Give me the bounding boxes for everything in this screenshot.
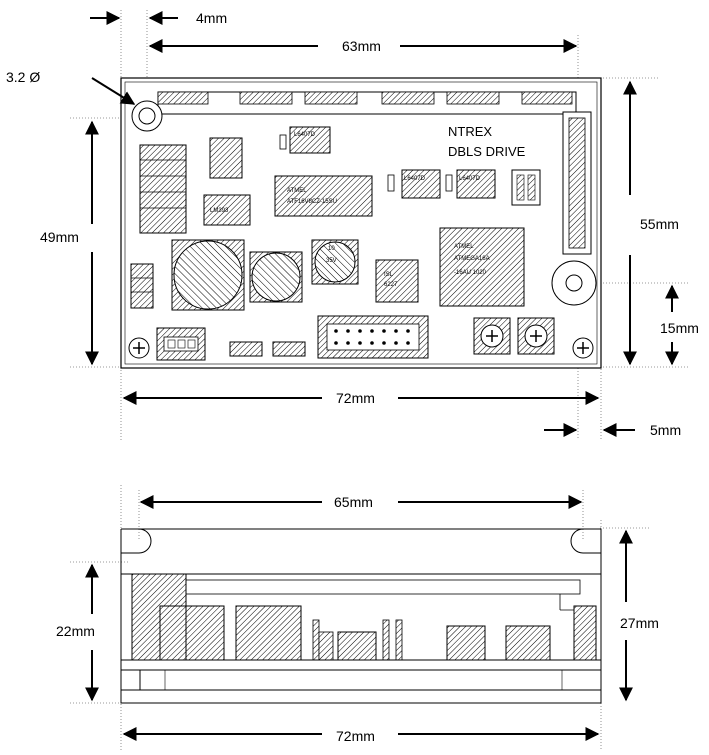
side-small-part bbox=[382, 619, 390, 661]
crosshair-mark bbox=[572, 337, 594, 359]
brand-text: NTREX bbox=[448, 124, 492, 139]
header-pin-block bbox=[304, 91, 358, 105]
dimension-arrows-top bbox=[85, 11, 679, 437]
capacitor-3 bbox=[314, 241, 356, 283]
side-connector-right bbox=[573, 605, 597, 661]
dim-hole-diameter: 3.2 Ø bbox=[6, 69, 40, 85]
side-terminal bbox=[446, 625, 486, 661]
chip-l6407d-1 bbox=[289, 126, 331, 154]
chip-lm393-label: LM393 bbox=[210, 208, 229, 214]
side-connector-pins bbox=[568, 117, 586, 249]
pcb-layer bbox=[120, 659, 602, 671]
small-connector bbox=[229, 341, 263, 357]
side-chip bbox=[337, 631, 377, 661]
extension-lines bbox=[70, 10, 690, 440]
side-top-connector bbox=[183, 579, 581, 595]
chip-l6407d-1-label: L6407D bbox=[294, 132, 316, 138]
chip-lm393 bbox=[203, 194, 251, 226]
chip-mcu-label-2: ATMEGA16A bbox=[454, 256, 490, 262]
small-chip bbox=[130, 263, 154, 309]
board-inner-edge bbox=[124, 81, 598, 365]
cap-3-voltage: 35V bbox=[326, 258, 337, 264]
chip-l6407d-2 bbox=[401, 169, 441, 199]
bottom-plate bbox=[120, 689, 602, 704]
dim-side-left-height: 22mm bbox=[56, 623, 95, 639]
side-small-part bbox=[318, 631, 334, 661]
chip-mcu bbox=[439, 227, 525, 307]
dim-side-overall-width: 72mm bbox=[336, 728, 375, 744]
side-chip bbox=[235, 605, 302, 661]
capacitor-2 bbox=[251, 252, 301, 302]
dim-side-right-height: 27mm bbox=[620, 615, 659, 631]
top-view: NTREX DBLS DRIVE L6407D ATMEL ATF16V8CZ-… bbox=[6, 10, 699, 440]
top-connector-strip bbox=[157, 91, 577, 115]
cap-3-value: 10 bbox=[328, 246, 335, 252]
dim-right-height: 55mm bbox=[640, 216, 679, 232]
dim-hole-pitch: 63mm bbox=[342, 38, 381, 54]
chip-l6407d-3 bbox=[456, 169, 496, 199]
dimension-arrows-side bbox=[85, 495, 633, 741]
small-component bbox=[445, 174, 453, 192]
side-view: 65mm 22mm 27mm 72mm bbox=[56, 485, 659, 750]
mounting-hole-right-inner bbox=[565, 274, 583, 292]
mounting-hole-top-left-inner bbox=[138, 107, 156, 125]
dim-edge-offset: 5mm bbox=[650, 422, 681, 438]
product-text: DBLS DRIVE bbox=[448, 144, 526, 159]
chip-l6407d-3-label: L6407D bbox=[459, 176, 481, 182]
heat-sink-block bbox=[139, 144, 187, 234]
header-pin-block bbox=[521, 91, 573, 105]
side-small-part bbox=[312, 619, 320, 661]
chip-square bbox=[209, 137, 243, 179]
dim-hole-offset: 4mm bbox=[196, 10, 227, 26]
side-small-part bbox=[395, 619, 403, 661]
chip-cpld bbox=[274, 175, 373, 217]
side-component bbox=[185, 605, 225, 661]
chip-isl-label-2: 6227 bbox=[384, 282, 398, 288]
small-component bbox=[279, 134, 287, 150]
chip-isl bbox=[375, 259, 419, 303]
header-pin-block bbox=[446, 91, 500, 105]
base-plate bbox=[120, 669, 602, 691]
dip-switch bbox=[511, 169, 541, 206]
crosshair-mark bbox=[128, 337, 150, 359]
chip-mcu-label-1: ATMEL bbox=[454, 244, 474, 250]
chip-cpld-label-1: ATMEL bbox=[287, 188, 307, 194]
header-pin-block bbox=[157, 91, 209, 105]
housing-outline bbox=[120, 528, 602, 575]
small-connector bbox=[272, 341, 306, 357]
dim-left-height: 49mm bbox=[40, 229, 79, 245]
small-component bbox=[387, 174, 395, 192]
side-component bbox=[159, 605, 187, 661]
capacitor-1 bbox=[173, 240, 243, 310]
chip-mcu-label-3: -16AU 1020 bbox=[454, 270, 487, 276]
dim-side-hole-pitch: 65mm bbox=[334, 494, 373, 510]
chip-cpld-label-2: ATF16V8CZ-15SU bbox=[287, 199, 337, 205]
side-terminal bbox=[505, 625, 551, 661]
chip-l6407d-2-label: L6407D bbox=[404, 176, 426, 182]
header-pin-block bbox=[239, 91, 293, 105]
header-pin-block bbox=[381, 91, 435, 105]
idc-pins bbox=[334, 329, 410, 345]
chip-isl-label-1: ISL bbox=[384, 272, 394, 278]
dim-hole-height: 15mm bbox=[660, 320, 699, 336]
dim-overall-width: 72mm bbox=[336, 390, 375, 406]
